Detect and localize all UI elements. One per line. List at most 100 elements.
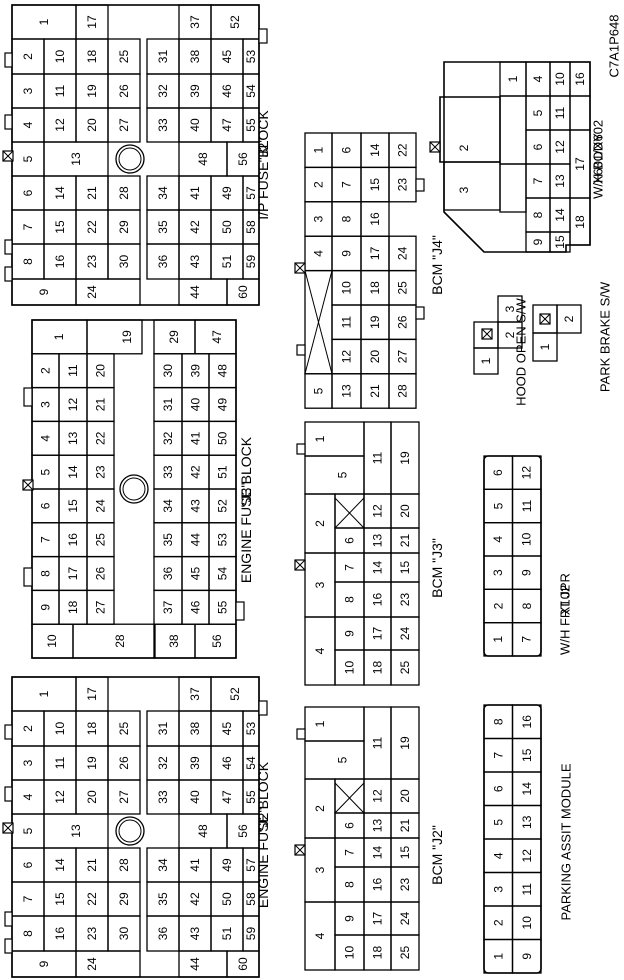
cell-frame [72, 623, 156, 659]
pin-number: 33 [161, 465, 175, 479]
pin-number: 3 [21, 87, 35, 94]
pin-number: 17 [573, 157, 587, 171]
pin-number: 7 [21, 895, 35, 902]
pin-number: 14 [66, 465, 80, 479]
pin-number: 14 [553, 208, 567, 222]
pin-number: 6 [21, 861, 35, 868]
pin-number: 15 [520, 748, 534, 762]
pin-number: 42 [188, 892, 202, 906]
pin-number: 34 [161, 499, 175, 513]
pin-number: 34 [156, 186, 170, 200]
pin-number: 23 [85, 927, 99, 941]
pin-number: 21 [398, 819, 412, 833]
pin-number: 18 [368, 281, 382, 295]
pin-number: 33 [156, 790, 170, 804]
connector-label: X102 [558, 585, 573, 615]
pin-number: 14 [371, 846, 385, 860]
pin-number: 4 [39, 435, 53, 442]
pin-number: 23 [396, 178, 410, 192]
pin-number: 4 [313, 647, 327, 654]
pin-number: 12 [520, 849, 534, 863]
pin-number: 19 [398, 736, 412, 750]
pin-number: 11 [53, 756, 67, 769]
pin-number: 16 [520, 715, 534, 729]
cell-frame [75, 278, 141, 306]
pin-number: 13 [66, 431, 80, 445]
connector-label: PARKING ASSIT MODULE [559, 763, 574, 920]
cell-frame [390, 649, 420, 686]
pin-number: 48 [196, 152, 210, 166]
pin-number: 60 [236, 957, 250, 971]
pin-number: 17 [85, 15, 99, 29]
pin-number: 1 [491, 953, 505, 960]
pin-number: 36 [161, 567, 175, 581]
pin-number: 12 [53, 790, 67, 804]
bcm-j2-label: BCM "J2" [429, 825, 445, 885]
pin-number: 26 [117, 84, 131, 98]
pin-number: 7 [491, 752, 505, 759]
pin-number: 29 [117, 892, 131, 906]
pin-number: 23 [398, 878, 412, 892]
pin-number: 4 [21, 793, 35, 800]
pin-number: 3 [21, 759, 35, 766]
cell-frame [107, 779, 141, 815]
pin-number: 6 [343, 822, 357, 829]
connector-label: BCM "J3" [429, 538, 445, 598]
pin-number: 29 [167, 330, 181, 344]
bcm-j3-label: BCM "J3" [429, 538, 445, 598]
pin-number: 55 [244, 790, 258, 804]
pin-number: 53 [244, 722, 258, 736]
lock-tab [4, 724, 13, 740]
figure-id: C7A1P648 [607, 15, 622, 78]
pin-number: 24 [85, 285, 99, 299]
pin-number: 7 [39, 536, 53, 543]
pin-number: 47 [210, 330, 224, 344]
pin-number: 7 [21, 223, 35, 230]
pin-number: 32 [156, 84, 170, 98]
pin-number: 12 [371, 789, 385, 803]
connector-label: "J3" [238, 483, 254, 508]
pin-number: 16 [368, 212, 382, 226]
cell-frame [304, 269, 333, 375]
pin-number: 19 [85, 756, 99, 770]
lock-tab [4, 786, 13, 802]
pin-number: 4 [313, 932, 327, 939]
pin-number: 40 [188, 790, 202, 804]
pin-number: 16 [53, 255, 67, 269]
pin-number: 48 [216, 364, 230, 378]
pin-number: 11 [553, 106, 567, 119]
pin-number: 56 [236, 824, 250, 838]
pin-number: 17 [371, 627, 385, 641]
pin-number: 46 [189, 600, 203, 614]
pin-number: 47 [220, 790, 234, 804]
pin-number: 12 [553, 140, 567, 154]
mounting-hole [115, 144, 145, 174]
pin-number: 24 [396, 246, 410, 260]
pin-number: 8 [343, 596, 357, 603]
pin-number: 10 [520, 916, 534, 930]
pin-number: 8 [520, 602, 534, 609]
pin-number: 14 [368, 143, 382, 157]
pin-number: 45 [220, 722, 234, 736]
pin-number: 9 [39, 604, 53, 611]
pin-number: 6 [531, 143, 545, 150]
pin-number: 2 [457, 144, 471, 151]
pin-number: 7 [343, 564, 357, 571]
pin-number: 10 [340, 281, 354, 295]
pin-number: 9 [37, 288, 51, 295]
pin-number: 22 [94, 431, 108, 445]
pin-number: 56 [210, 634, 224, 648]
pin-number: 43 [188, 927, 202, 941]
pin-number: 1 [313, 435, 327, 442]
pin-number: 9 [37, 960, 51, 967]
pin-number: 12 [371, 504, 385, 518]
pin-number: 10 [343, 661, 357, 675]
lock-tab [4, 911, 13, 927]
lock-tab [415, 178, 425, 192]
pin-number: 4 [21, 121, 35, 128]
pin-number: 16 [53, 927, 67, 941]
